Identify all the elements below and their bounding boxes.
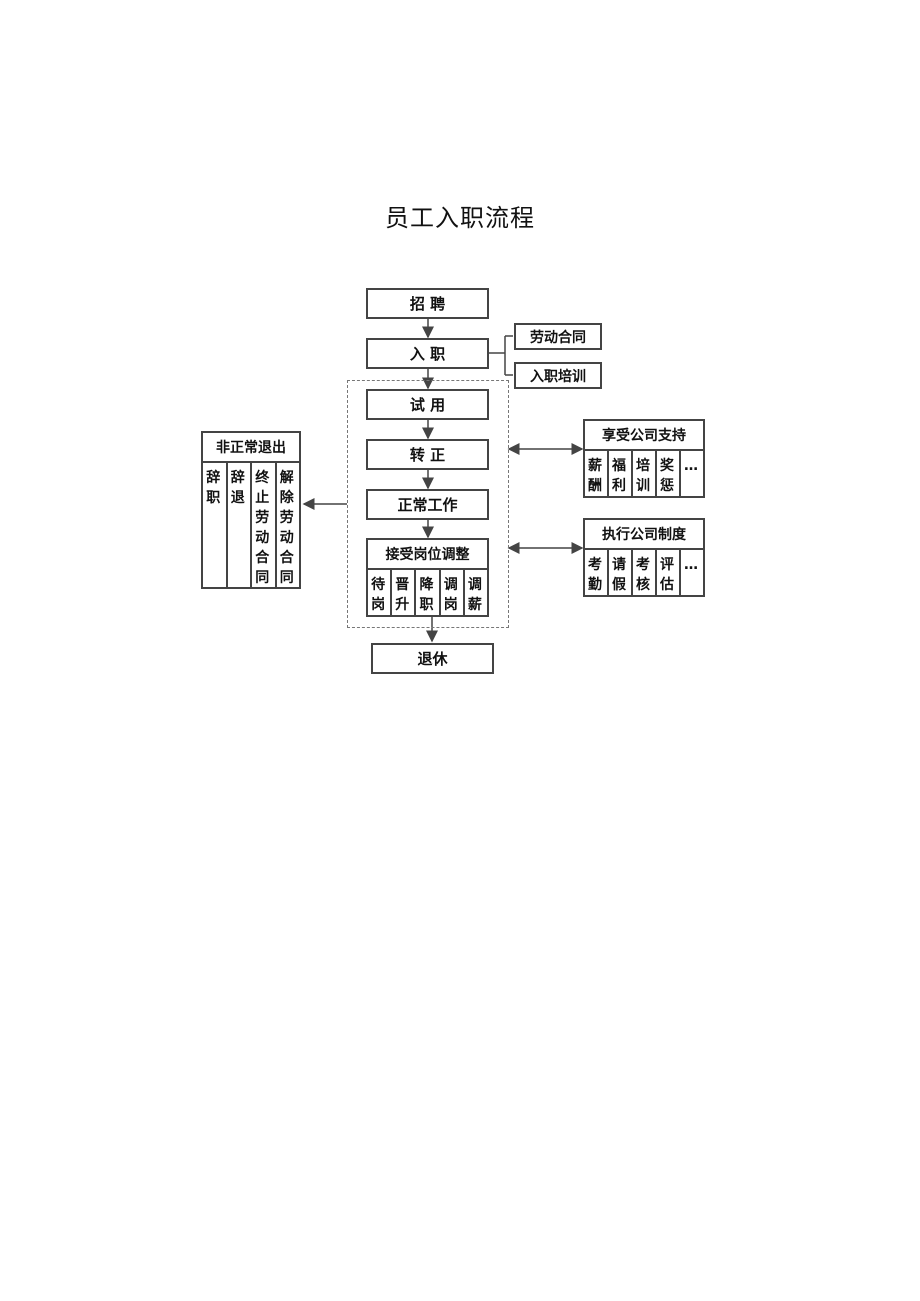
adjustment-item: 降职: [416, 570, 441, 615]
adjustment-item: 调薪: [467, 577, 484, 613]
support-title: 享受公司支持: [585, 421, 703, 451]
exit-item: 辞职: [203, 463, 228, 587]
support-item: 奖惩: [657, 451, 681, 496]
step-regularize: 转 正: [366, 439, 489, 470]
support-item: 薪酬: [585, 451, 609, 496]
exit-panel: 非正常退出 辞职 辞退 终止劳动合同 解除劳动合同: [201, 431, 301, 589]
step-recruit: 招 聘: [366, 288, 489, 319]
step-normal-work: 正常工作: [366, 489, 489, 520]
adjustment-item: 调岗: [441, 570, 465, 615]
step-retire: 退休: [371, 643, 494, 674]
adjustment-title: 接受岗位调整: [368, 540, 487, 570]
exit-item: 解除劳动合同: [279, 470, 296, 586]
employment-period-frame: [347, 380, 509, 628]
support-panel: 享受公司支持 薪酬 福利 培训 奖惩 …: [583, 419, 705, 498]
onboard-item-contract: 劳动合同: [514, 323, 602, 350]
support-item: …: [684, 458, 700, 474]
rules-item: 评估: [657, 550, 681, 595]
rules-item: 考核: [633, 550, 657, 595]
rules-item: 请假: [609, 550, 633, 595]
adjustment-item: 待岗: [368, 570, 393, 615]
step-probation: 试 用: [366, 389, 489, 420]
rules-item: 考勤: [585, 550, 609, 595]
exit-item: 终止劳动合同: [252, 463, 277, 587]
rules-item: …: [684, 557, 700, 573]
page-title: 员工入职流程: [385, 204, 535, 232]
rules-title: 执行公司制度: [585, 520, 703, 550]
rules-panel: 执行公司制度 考勤 请假 考核 评估 …: [583, 518, 705, 597]
exit-item: 辞退: [228, 463, 252, 587]
adjustment-panel: 接受岗位调整 待岗 晋升 降职 调岗 调薪: [366, 538, 489, 617]
exit-title: 非正常退出: [203, 433, 299, 463]
step-onboard: 入 职: [366, 338, 489, 369]
onboard-item-training: 入职培训: [514, 362, 602, 389]
adjustment-item: 晋升: [392, 570, 417, 615]
support-item: 培训: [633, 451, 657, 496]
support-item: 福利: [609, 451, 633, 496]
